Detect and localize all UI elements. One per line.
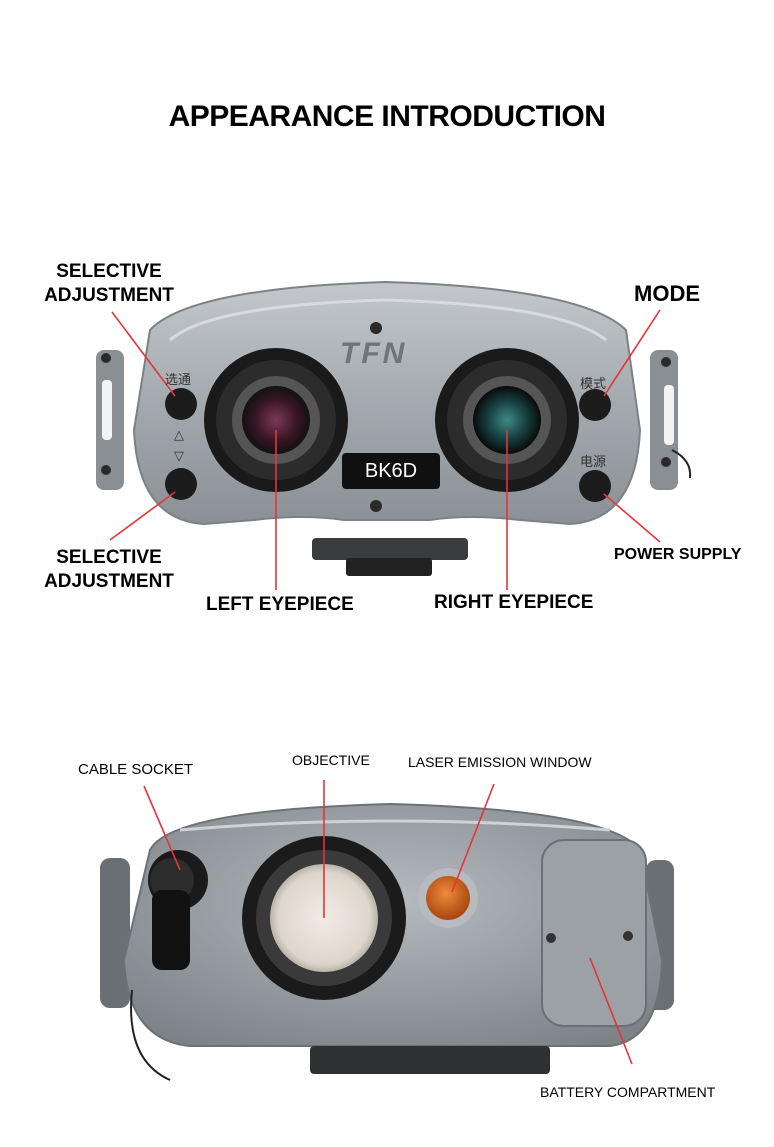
label-line: ADJUSTMENT (44, 285, 174, 306)
laser-window (418, 868, 478, 928)
label-left-eyepiece: LEFT EYEPIECE (206, 594, 354, 615)
rear-side-left (100, 858, 130, 1008)
label-battery-compartment: BATTERY COMPARTMENT (540, 1084, 716, 1100)
label-right-eyepiece: RIGHT EYEPIECE (434, 592, 594, 613)
down-arrow-mark: ▽ (174, 448, 184, 463)
up-arrow-mark: △ (174, 427, 184, 442)
power-button (579, 470, 611, 502)
model-name: BK6D (364, 460, 418, 482)
mode-button-mark: 模式 (580, 376, 607, 391)
cable-socket (148, 850, 208, 970)
select-button-bottom (165, 468, 197, 500)
label-line: SELECTIVE (56, 261, 162, 282)
rear-mount-base (310, 1046, 550, 1074)
label-selective-adjustment-top: SELECTIVE ADJUSTMENT (24, 260, 194, 308)
label-cable-socket: CABLE SOCKET (78, 761, 194, 778)
brand-logo: TFN (340, 337, 408, 370)
battery-lid (541, 839, 647, 1027)
select-button-top (165, 388, 197, 420)
page-title: APPEARANCE INTRODUCTION (168, 100, 606, 133)
model-plate (342, 453, 440, 489)
rear-leader-lines (143, 780, 633, 1065)
front-leader-lines (109, 309, 661, 590)
label-mode: MODE (634, 281, 700, 306)
power-button-mark: 电源 (580, 454, 607, 469)
label-laser-emission-window: LASER EMISSION WINDOW (408, 754, 592, 770)
label-power-supply: POWER SUPPLY (614, 546, 742, 563)
left-strap-slot (102, 380, 112, 440)
right-eyepiece (435, 348, 579, 492)
mount-shoe (312, 538, 468, 560)
lanyard-cord (671, 449, 692, 479)
label-selective-adjustment-bottom: SELECTIVE ADJUSTMENT (24, 546, 194, 594)
right-strap-slot (664, 385, 674, 445)
mode-button (579, 389, 611, 421)
label-objective: OBJECTIVE (292, 752, 370, 768)
select-button-mark: 选通 (165, 372, 192, 387)
label-line: SELECTIVE (56, 547, 162, 568)
left-eyepiece (204, 348, 348, 492)
label-line: ADJUSTMENT (44, 571, 174, 592)
